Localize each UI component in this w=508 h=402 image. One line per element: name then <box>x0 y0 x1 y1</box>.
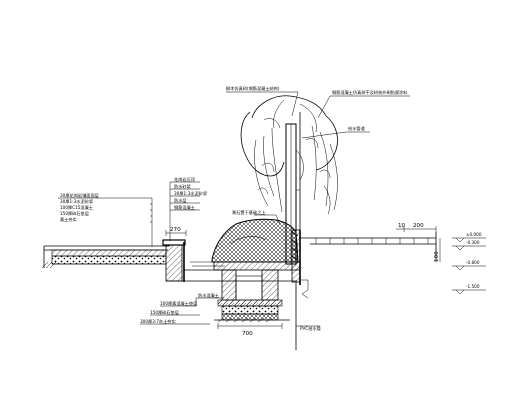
callout-middle-1: 花岗岩压顶 <box>174 176 196 183</box>
dimension-text: 270 700 10 200 100 <box>170 223 440 337</box>
callout-middle-3: 30厚1:3水泥砂浆 <box>174 190 208 197</box>
callout-text: 30厚花岗岩铺面面层 30厚1:3水泥砂浆 100厚C15混凝土 150厚碎石垫… <box>60 85 408 332</box>
callout-middle-5: 钢筋混凝土 <box>174 204 195 211</box>
leader-lines <box>58 91 410 327</box>
elevation-markers <box>452 237 486 295</box>
callout-left-1: 30厚花岗岩铺面面层 <box>60 192 99 199</box>
callout-left-3: 100厚C15混凝土 <box>60 204 93 211</box>
callout-left-4: 150厚碎石垫层 <box>60 210 89 217</box>
callout-lower-2: 100厚素混凝土垫层 <box>160 300 197 307</box>
callout-lower-4: 300厚3:7灰土夯实 <box>140 318 176 325</box>
tree-trunk <box>285 112 301 350</box>
callout-lower-1: 防水混凝土 <box>198 292 219 299</box>
elevation-1: ±0.000 <box>466 232 482 237</box>
right-basin <box>291 229 437 299</box>
callout-middle-4: 防水层 <box>174 197 187 204</box>
callout-pipe: 给水管道 <box>348 125 366 132</box>
willow-canopy <box>240 95 338 215</box>
callout-pvc-pipe: PVC给水管 <box>300 325 321 332</box>
dim-200: 200 <box>413 223 424 229</box>
callout-middle-2: 防水砂浆 <box>174 183 192 190</box>
left-pavement <box>41 245 170 269</box>
rock-mound <box>211 218 299 263</box>
dim-700: 700 <box>242 331 253 337</box>
dim-270: 270 <box>170 227 181 233</box>
callout-top-right: 钢筋混凝土仿真树干及树枝外刷防腐涂料 <box>332 89 408 96</box>
elevation-3: -0.800 <box>466 260 480 265</box>
callout-left-5: 素土夯实 <box>60 216 77 223</box>
callout-rock: 景石置于基础之上 <box>232 209 266 216</box>
callout-top-tree: 柳木仿真树(钢筋混凝土结构) <box>226 85 280 92</box>
dim-10: 10 <box>398 223 406 229</box>
dimension-lines <box>165 226 441 329</box>
elevation-4: -1.500 <box>466 284 480 289</box>
callout-lower-3: 150厚碎石垫层 <box>150 309 179 316</box>
elevation-text: ±0.000 -0.300 -0.800 -1.500 <box>466 232 482 289</box>
foundation <box>213 261 301 323</box>
dim-100: 100 <box>434 251 440 262</box>
callout-left-2: 30厚1:3水泥砂浆 <box>60 198 94 205</box>
elevation-2: -0.300 <box>466 240 480 245</box>
